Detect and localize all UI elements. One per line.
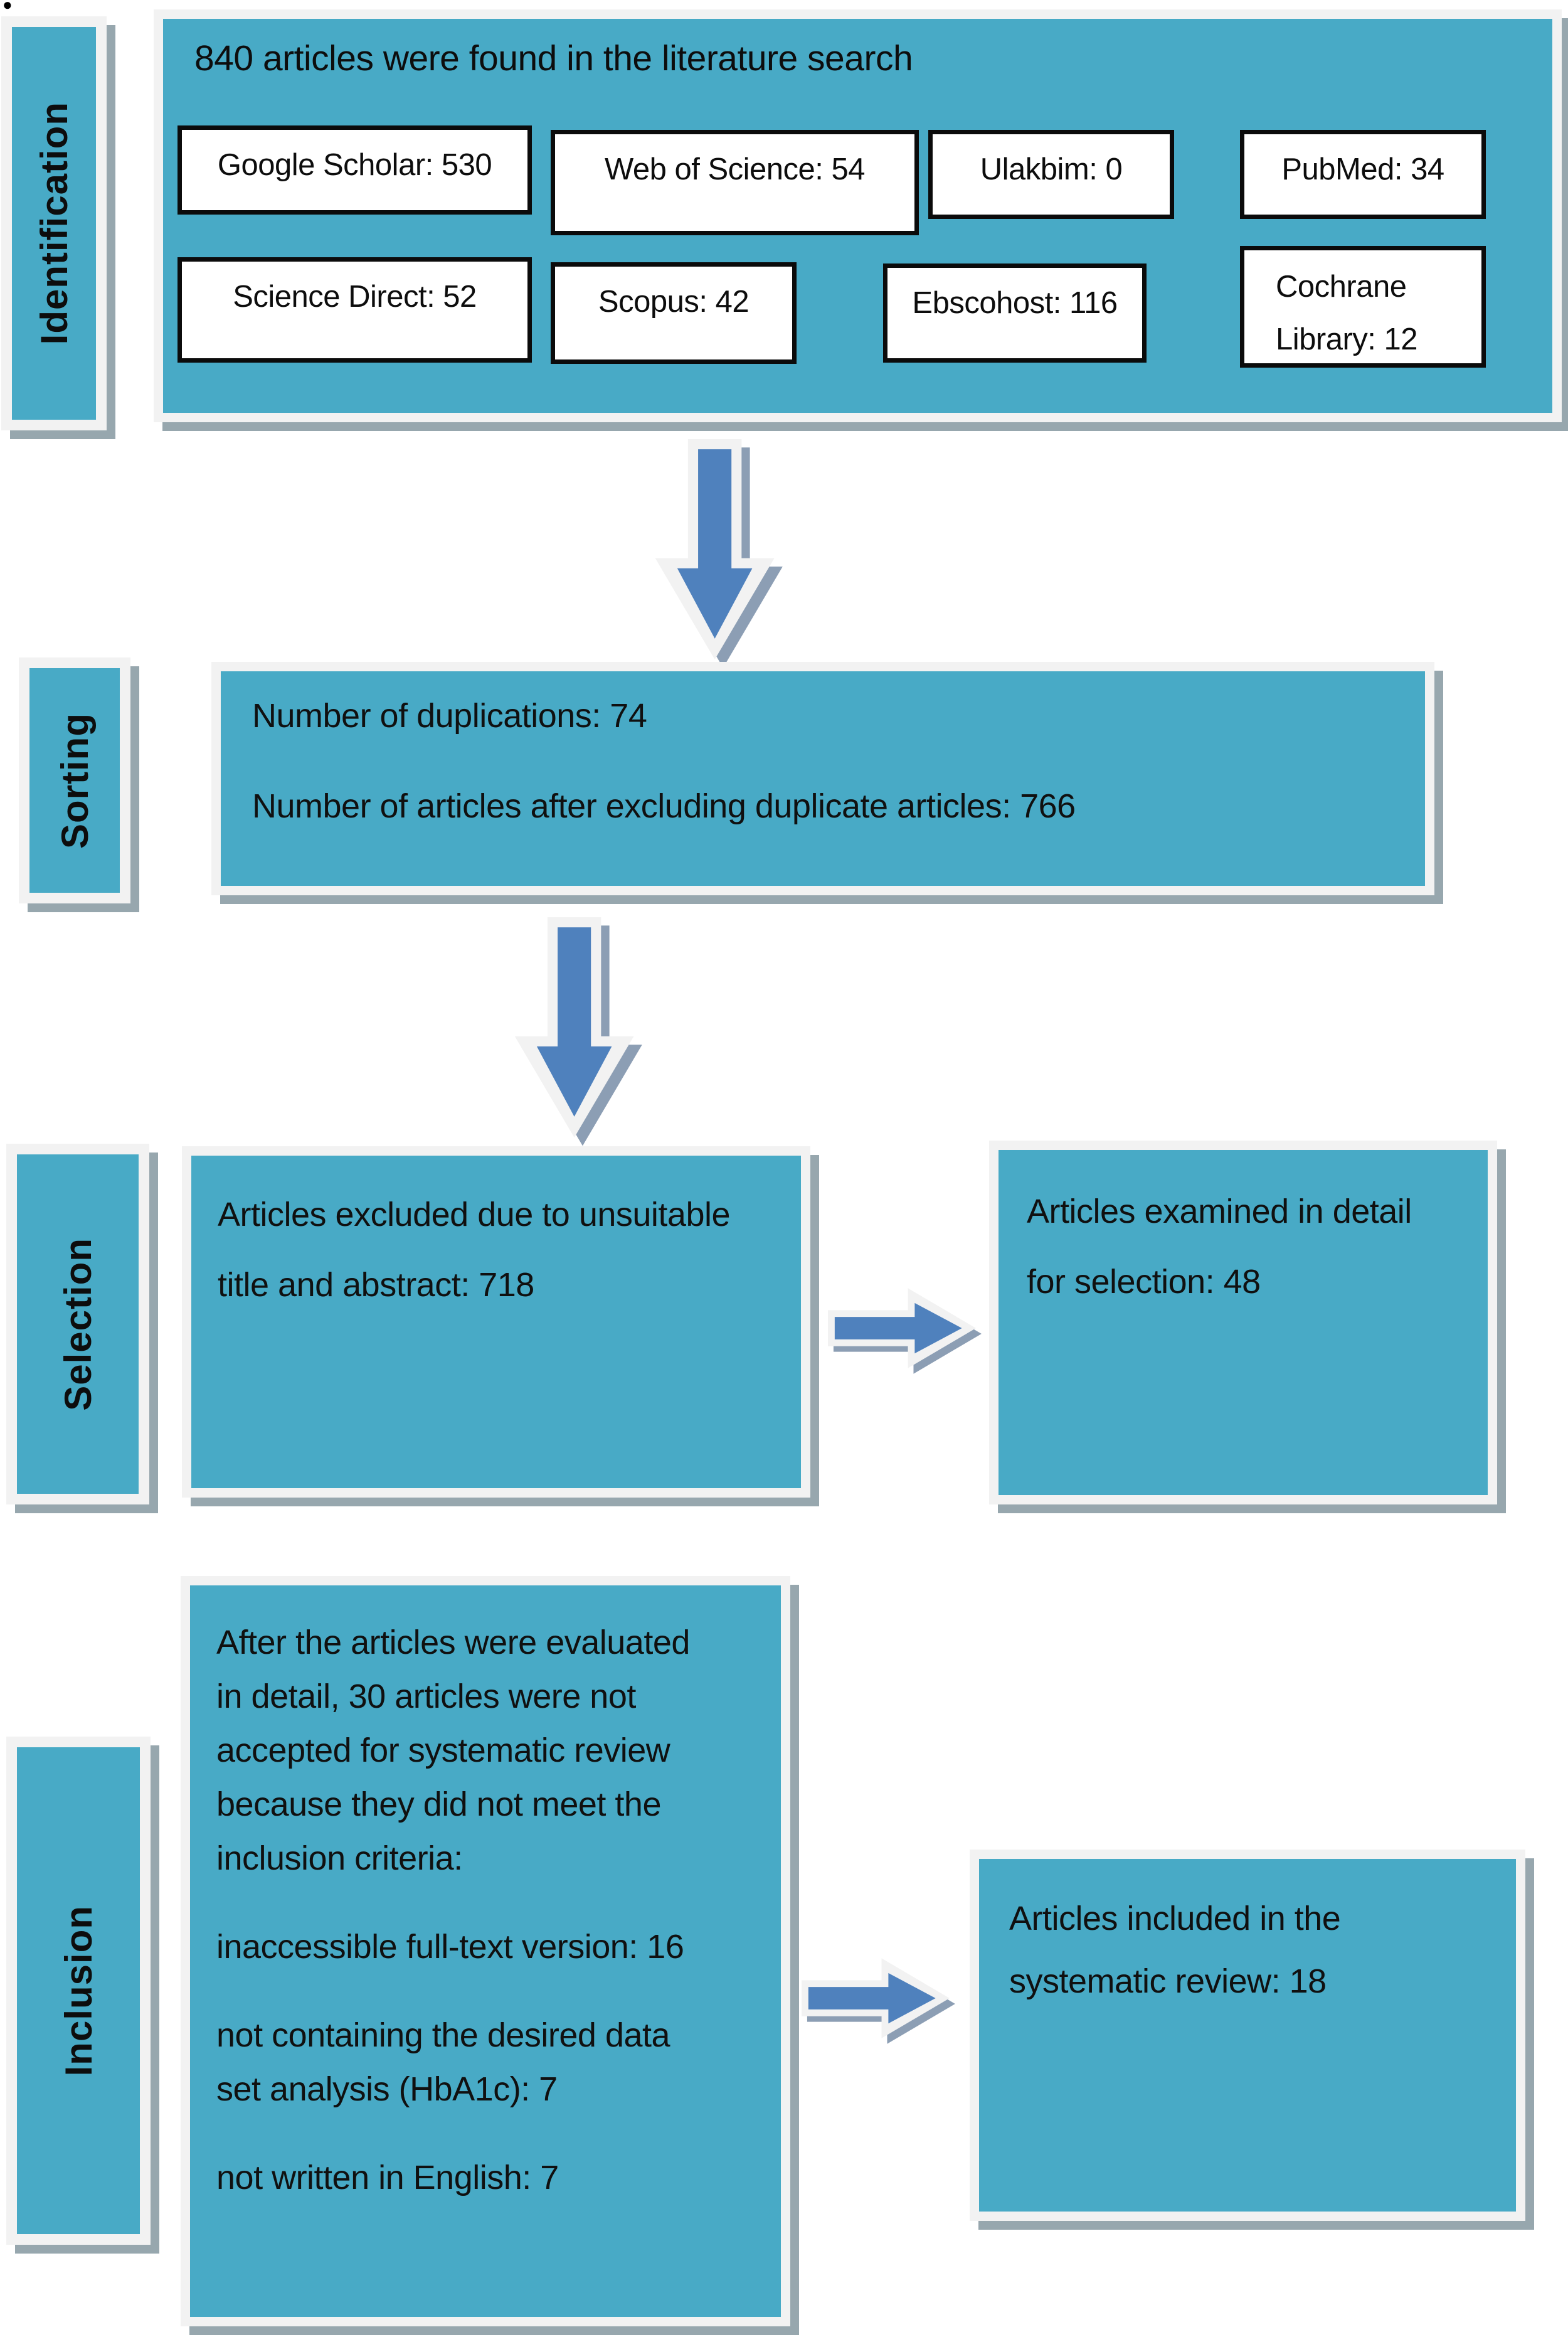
intro-line: accepted for systematic review [216,1732,670,1769]
not-accepted-intro: After the articles were evaluated in det… [216,1616,690,1885]
examined-text-line: for selection: 48 [1027,1263,1261,1301]
right-arrow-icon [828,1288,982,1374]
identification-stage-label-box: Identification [1,16,107,430]
selection-stage-label-fill: Selection [17,1154,139,1494]
source-box-web-of-science: Web of Science: 54 [551,130,919,235]
right-arrow-icon [802,1958,955,2044]
sorting-panel-fill: Number of duplications: 74 Number of art… [221,671,1425,886]
inclusion-stage-label-fill: Inclusion [17,1747,140,2234]
source-label: Cochrane Library: 12 [1276,270,1418,356]
reason-missing-data: not containing the desired data set anal… [216,2008,690,2116]
source-label: Ulakbim: 0 [980,152,1123,186]
sorting-stage-label-box: Sorting [19,657,130,903]
reason-line: set analysis (HbA1c): 7 [216,2070,558,2108]
duplications-count-text: Number of duplications: 74 [252,697,647,735]
identification-panel-fill: 840 articles were found in the literatur… [163,19,1552,413]
articles-included-panel: Articles included in the systematic revi… [970,1850,1525,2221]
source-label: PubMed: 34 [1281,152,1444,186]
source-label: Science Direct: 52 [233,280,477,314]
source-box-cochrane-library: Cochrane Library: 12 [1240,246,1486,368]
literature-search-title: 840 articles were found in the literatur… [194,38,913,78]
sorting-stage-label-fill: Sorting [29,668,120,893]
identification-stage-label-fill: Identification [12,27,96,420]
source-label: Scopus: 42 [598,285,750,319]
not-accepted-panel-fill: After the articles were evaluated in det… [190,1585,781,2317]
down-arrow-icon [514,917,642,1146]
selection-stage-label-box: Selection [6,1144,149,1504]
reason-line: not containing the desired data [216,2016,670,2054]
intro-line: in detail, 30 articles were not [216,1678,636,1715]
after-dedup-count-text: Number of articles after excluding dupli… [252,787,1076,825]
identification-stage-label: Identification [33,102,75,345]
inclusion-stage-label: Inclusion [57,1905,100,2077]
selection-stage-label: Selection [56,1237,99,1411]
source-box-scopus: Scopus: 42 [551,262,797,364]
articles-included-panel-fill: Articles included in the systematic revi… [979,1859,1516,2212]
source-label: Web of Science: 54 [604,152,866,186]
source-box-pubmed: PubMed: 34 [1240,130,1486,219]
articles-examined-panel: Articles examined in detail for selectio… [989,1141,1497,1504]
source-box-ebscohost: Ebscohost: 116 [883,264,1147,363]
identification-panel: 840 articles were found in the literatur… [154,9,1562,422]
source-label: Ebscohost: 116 [912,286,1118,320]
included-text-line: Articles included in the [1009,1900,1341,1937]
intro-line: because they did not meet the [216,1786,661,1823]
source-box-science-direct: Science Direct: 52 [177,257,532,363]
intro-line: After the articles were evaluated [216,1624,690,1661]
sorting-stage-label: Sorting [53,712,96,849]
stray-dot-icon: ● [3,0,13,14]
articles-excluded-panel: Articles excluded due to unsuitable titl… [182,1146,810,1498]
excluded-text-line: title and abstract: 718 [218,1266,534,1304]
examined-text-line: Articles examined in detail [1027,1193,1412,1230]
articles-excluded-panel-fill: Articles excluded due to unsuitable titl… [191,1156,801,1488]
source-box-ulakbim: Ulakbim: 0 [928,130,1174,219]
excluded-text-line: Articles excluded due to unsuitable [218,1196,731,1233]
not-accepted-panel: After the articles were evaluated in det… [181,1576,790,2326]
reason-inaccessible-fulltext: inaccessible full-text version: 16 [216,1928,684,1966]
source-label: Google Scholar: 530 [217,148,492,182]
intro-line: inclusion criteria: [216,1839,463,1877]
down-arrow-icon [655,439,783,668]
inclusion-stage-label-box: Inclusion [6,1737,151,2245]
included-text-line: systematic review: 18 [1009,1962,1327,2000]
reason-not-english: not written in English: 7 [216,2159,559,2196]
sorting-panel: Number of duplications: 74 Number of art… [211,662,1434,895]
source-box-google-scholar: Google Scholar: 530 [177,125,532,215]
articles-examined-panel-fill: Articles examined in detail for selectio… [999,1150,1488,1495]
